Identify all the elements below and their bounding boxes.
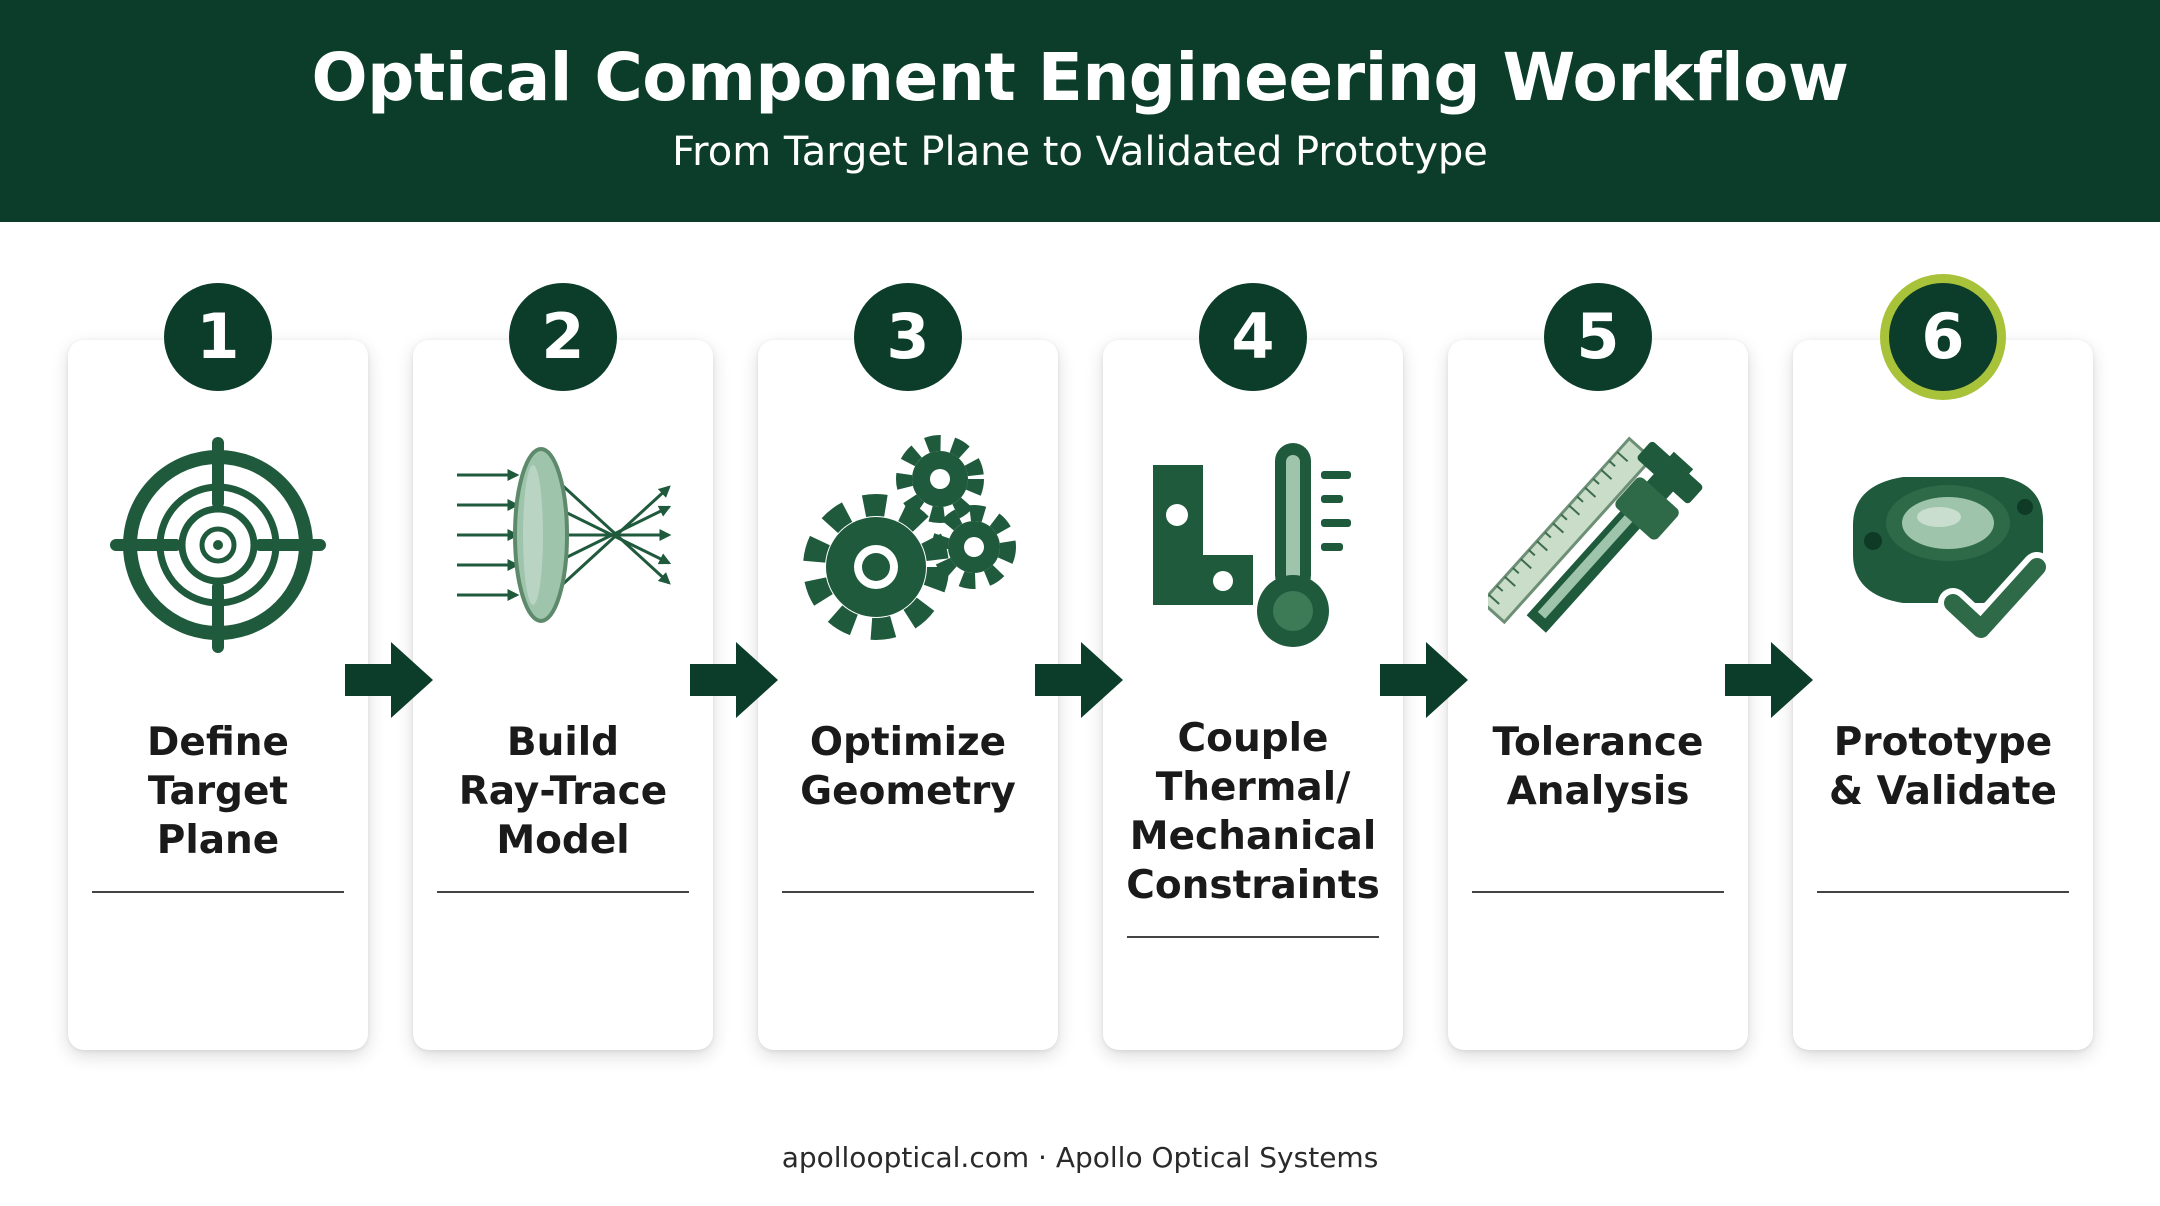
step-label-3: Optimize Geometry [800,720,1016,814]
arrow-right-icon [1725,642,1813,718]
step-divider-3 [782,891,1034,893]
step-card-2: Build Ray-Trace Model [413,340,713,1050]
bracket-thermometer-icon [1153,443,1351,647]
footer-credit: apollooptical.com · Apollo Optical Syste… [781,1141,1379,1174]
lens-ray-trace-icon [457,447,672,623]
target-crosshair-icon [110,437,326,653]
step-card-4: Couple Thermal/ Mechanical Constraints [1103,340,1403,1050]
step-card-5: Tolerance Analysis [1448,340,1748,1050]
step-divider-5 [1472,891,1724,893]
page-subtitle: From Target Plane to Validated Prototype [672,129,1488,175]
step-card-3: Optimize Geometry [758,340,1058,1050]
step-label-2: Build Ray-Trace Model [458,720,668,863]
step-number-badge-1: 1 [164,283,272,391]
page-title: Optical Component Engineering Workflow [311,39,1849,116]
step-number-badge-5: 5 [1544,283,1652,391]
step-number-badge-2: 2 [509,283,617,391]
step-card-1: Define Target Plane [68,340,368,1050]
step-label-4: Couple Thermal/ Mechanical Constraints [1126,716,1380,908]
step-divider-1 [92,891,344,893]
lens-mount-checkmark-icon [1853,477,2052,644]
arrow-right-icon [1035,642,1123,718]
step-card-6: Prototype & Validate [1793,340,2093,1050]
arrow-right-icon [1380,642,1468,718]
arrow-right-icon [690,642,778,718]
gears-icon [803,435,1016,640]
step-number-badge-6: 6 [1889,283,1997,391]
step-label-6: Prototype & Validate [1828,720,2058,814]
step-number-badge-3: 3 [854,283,962,391]
header-banner: Optical Component Engineering Workflow F… [0,0,2160,222]
step-number-badge-4: 4 [1199,283,1307,391]
ruler-caliper-icon [1488,436,1703,633]
step-label-1: Define Target Plane [147,720,289,863]
step-divider-2 [437,891,689,893]
step-divider-6 [1817,891,2069,893]
step-divider-4 [1127,936,1379,938]
arrow-right-icon [345,642,433,718]
step-label-5: Tolerance Analysis [1492,720,1704,814]
